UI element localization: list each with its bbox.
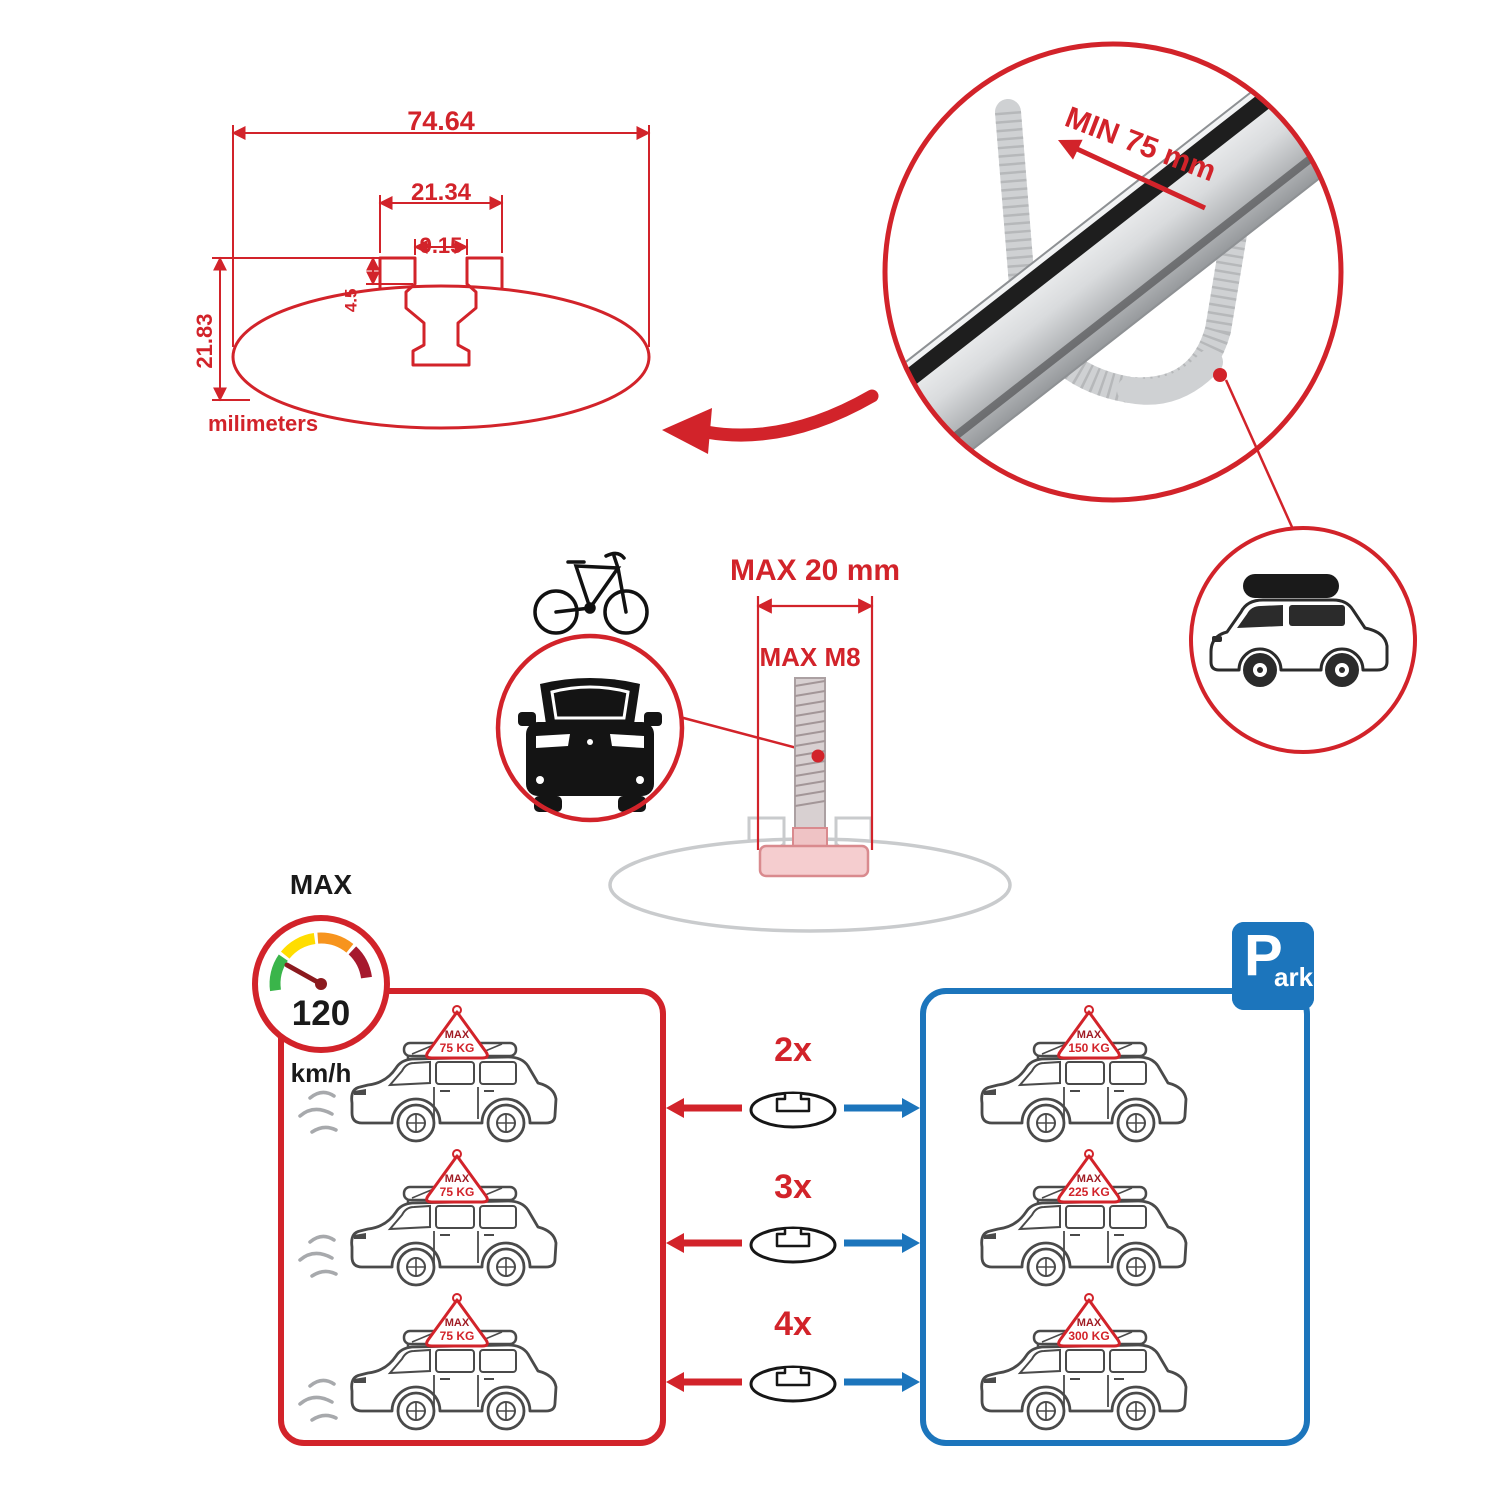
load-badge: MAX 300 KG: [1050, 1292, 1128, 1350]
driving-speed-panel: MAX 75 KG MAX 75 KG: [278, 988, 666, 1446]
badge-weight: 225 KG: [1068, 1185, 1110, 1199]
badge-max-label: MAX: [444, 1317, 470, 1329]
crossbar-profile-icon: [749, 1365, 837, 1403]
crossbar-profile-icon: [749, 1226, 837, 1264]
zoom-arrow-shaft: [699, 389, 879, 442]
ghost-profile: [608, 816, 1012, 933]
bar-count-label-4x: 4x: [774, 1305, 812, 1343]
bolt-dimension-lines: [756, 596, 874, 850]
leader-to-bolt: [675, 714, 813, 754]
load-badge: MAX 75 KG: [418, 1148, 496, 1206]
load-badge: MAX 75 KG: [418, 1292, 496, 1350]
profile-outline: [231, 256, 651, 430]
badge-weight: 75 KG: [439, 1185, 475, 1199]
badge-max-label: MAX: [1076, 1173, 1102, 1185]
unit-label: milimeters: [208, 411, 319, 436]
badge-max-label: MAX: [1076, 1317, 1102, 1329]
bar-count-label-2x: 2x: [774, 1031, 812, 1069]
gauge-title: MAX: [289, 869, 353, 900]
badge-max-label: MAX: [1076, 1029, 1102, 1041]
dim-slot-width: 9.15: [419, 233, 463, 258]
badge-weight: 75 KG: [439, 1329, 475, 1343]
bar-count-row-4x: [666, 1365, 920, 1403]
load-badge: MAX 225 KG: [1050, 1148, 1128, 1206]
parking-sign-ark: ark: [1274, 962, 1314, 992]
leader-to-car-circle: [1224, 379, 1298, 537]
badge-weight: 300 KG: [1068, 1329, 1110, 1343]
parked-car-row: MAX 300 KG: [938, 1290, 1290, 1434]
min-span-label: MIN 75 mm: [1060, 100, 1221, 189]
driving-car-row: MAX 75 KG: [296, 1002, 648, 1146]
gauge-needle: [284, 962, 324, 987]
parked-car-row: MAX 150 KG: [938, 1002, 1290, 1146]
dim-total-width: 74.64: [407, 106, 475, 136]
zoom-arrowhead: [662, 408, 712, 454]
badge-max-label: MAX: [444, 1173, 470, 1185]
bolt-diagram: [608, 596, 1012, 933]
callout-dot: [1213, 368, 1227, 382]
bar-count-label-3x: 3x: [774, 1168, 812, 1206]
parked-load-panel: MAX 150 KG MAX 225 KG: [920, 988, 1310, 1446]
badge-max-label: MAX: [444, 1029, 470, 1041]
t-bolt-illustration: [758, 677, 870, 878]
dimension-lines: [212, 125, 651, 402]
load-badge: MAX 150 KG: [1050, 1004, 1128, 1062]
parked-cars-list: MAX 150 KG MAX 225 KG: [926, 994, 1304, 1434]
u-bolt-front-segment: [1117, 349, 1223, 405]
load-badge: MAX 75 KG: [418, 1004, 496, 1062]
badge-weight: 150 KG: [1068, 1041, 1110, 1055]
bar-count-row-3x: [666, 1226, 920, 1264]
gauge-value: 120: [291, 994, 351, 1033]
dim-channel-width: 21.34: [410, 179, 472, 206]
bolt-max-thread-label: MAX M8: [759, 642, 861, 672]
callout-dot: [811, 749, 825, 763]
dim-slot-depth: 4.5: [341, 288, 361, 313]
driving-car-row: MAX 75 KG: [296, 1290, 648, 1434]
min-span-arrowhead: [1058, 139, 1083, 160]
crossbar-profile-icon: [749, 1091, 837, 1129]
parking-sign: P ark: [1232, 922, 1314, 1010]
parking-sign-p: P: [1244, 923, 1283, 988]
driving-car-row: MAX 75 KG: [296, 1146, 648, 1290]
driving-cars-list: MAX 75 KG MAX 75 KG: [284, 994, 660, 1434]
car-front-icon: [518, 678, 662, 812]
car-roofbox-circle: [1189, 526, 1417, 754]
gauge-unit: km/h: [290, 1058, 352, 1088]
bolt-max-width-label: MAX 20 mm: [730, 554, 901, 587]
dim-total-height: 21.83: [191, 313, 217, 369]
bar-count-row-2x: [666, 1091, 920, 1129]
crossbar-zoom-circle: [882, 41, 1344, 503]
bicycle-icon: [533, 551, 649, 635]
bike-car-circle: [495, 551, 685, 823]
parked-car-row: MAX 225 KG: [938, 1146, 1290, 1290]
aluminum-crossbar: [885, 44, 1341, 500]
badge-weight: 75 KG: [439, 1041, 475, 1055]
roofbox-car-icon: [1209, 574, 1389, 687]
